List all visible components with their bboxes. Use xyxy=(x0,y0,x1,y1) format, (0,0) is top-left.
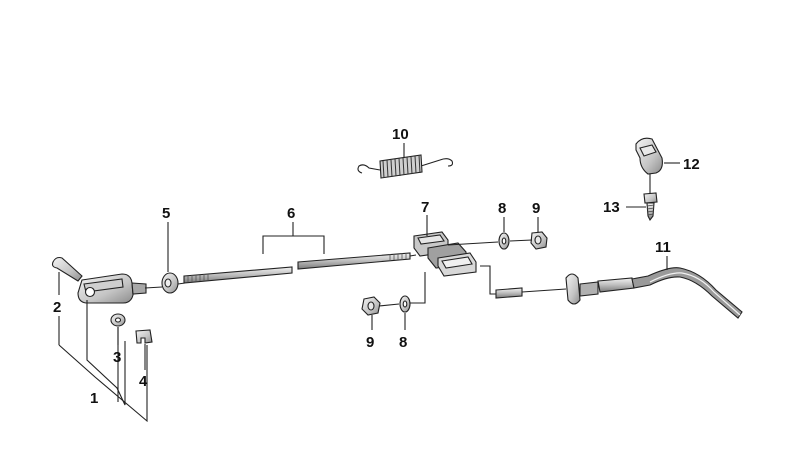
part-1-clevis xyxy=(77,273,147,304)
part-4-clip xyxy=(135,329,153,344)
part-8-washer-lower xyxy=(399,295,411,313)
callout-7: 7 xyxy=(421,199,429,216)
callout-11: 11 xyxy=(655,239,671,256)
callout-3: 3 xyxy=(113,349,121,366)
callout-1: 1 xyxy=(90,390,98,407)
part-10-return-spring xyxy=(357,154,454,179)
part-3-washer xyxy=(110,313,126,327)
callout-13: 13 xyxy=(603,199,620,216)
part-12-bracket-clip xyxy=(635,137,663,175)
callout-10: 10 xyxy=(392,126,409,143)
part-9-nut-upper xyxy=(530,231,548,250)
callout-8-upper: 8 xyxy=(498,200,506,217)
callout-12: 12 xyxy=(683,156,700,173)
callout-8-lower: 8 xyxy=(399,334,407,351)
part-6-threaded-rod xyxy=(183,252,411,284)
part-7-equalizer-bracket xyxy=(413,231,477,277)
callout-6: 6 xyxy=(287,205,295,222)
callout-5: 5 xyxy=(162,205,170,222)
callout-4: 4 xyxy=(139,373,148,390)
part-5-nut xyxy=(161,272,179,294)
callout-labels: 1 2 3 4 5 6 7 8 9 8 9 10 11 12 13 xyxy=(53,126,700,407)
callout-9-upper: 9 xyxy=(532,200,540,217)
leader-lines xyxy=(58,143,680,423)
part-2-pin xyxy=(51,256,83,282)
assembly-lines xyxy=(144,239,533,307)
part-13-screw xyxy=(643,192,658,222)
callout-2: 2 xyxy=(53,299,61,316)
part-9-nut-lower xyxy=(361,296,381,316)
callout-9-lower: 9 xyxy=(366,334,374,351)
part-8-washer-upper xyxy=(498,232,510,250)
part-11-cable xyxy=(495,267,743,319)
